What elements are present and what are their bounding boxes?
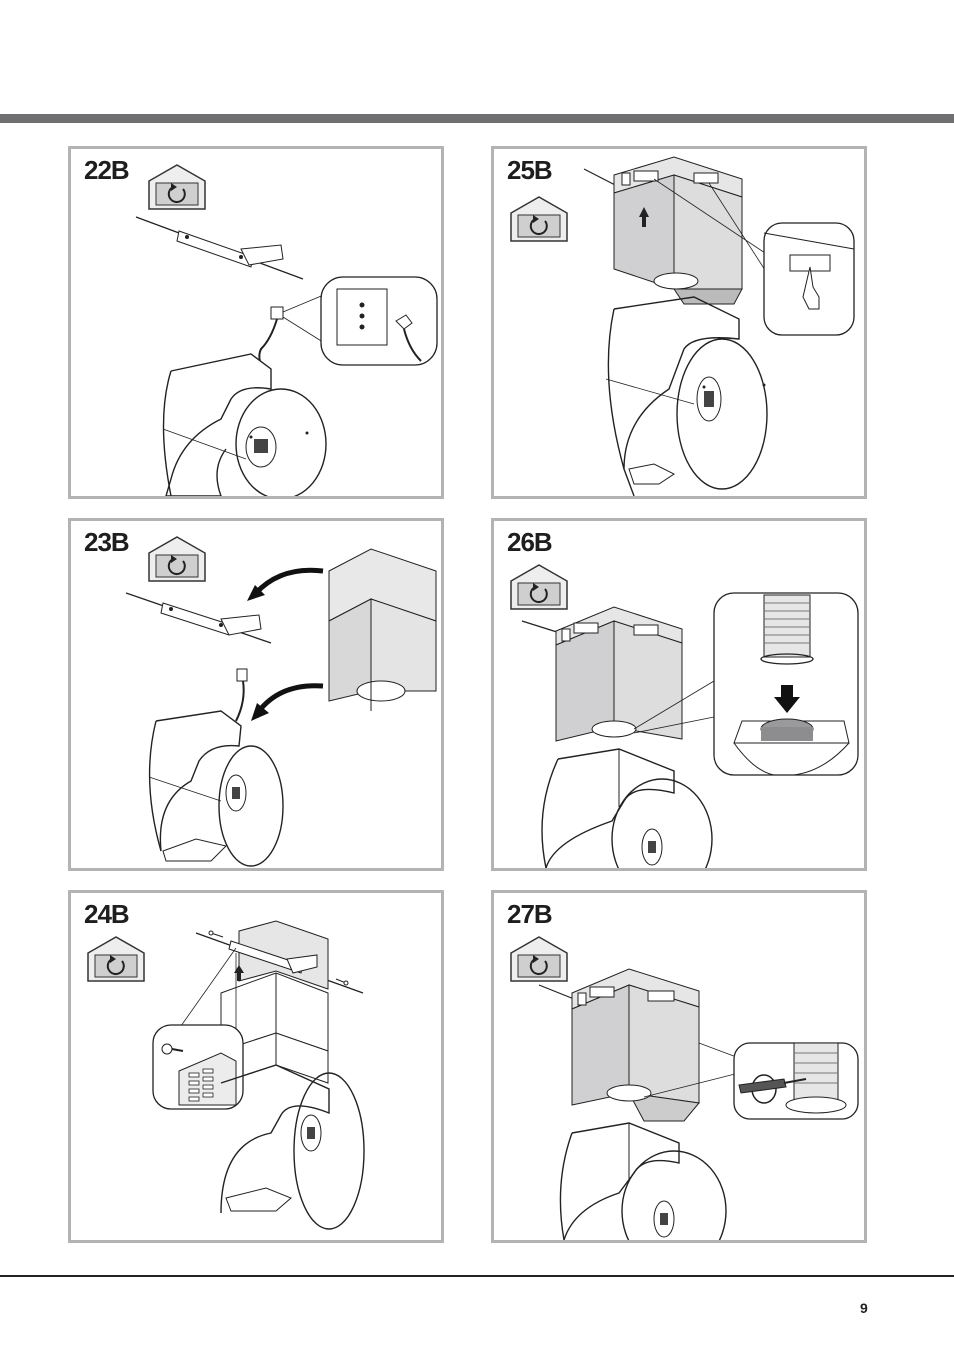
house-rotate-icon	[86, 935, 146, 983]
house-rotate-icon	[509, 935, 569, 983]
page-number: 9	[860, 1300, 868, 1316]
step-label: 24B	[84, 899, 129, 930]
step-label: 27B	[507, 899, 552, 930]
step-label: 25B	[507, 155, 552, 186]
panel-22b: 22B	[68, 146, 444, 499]
panel-27b: 27B	[491, 890, 867, 1243]
panel-24b: 24B	[68, 890, 444, 1243]
house-rotate-icon	[509, 563, 569, 611]
illustration-23b	[71, 521, 441, 868]
panel-26b: 26B	[491, 518, 867, 871]
step-label: 26B	[507, 527, 552, 558]
step-label: 22B	[84, 155, 129, 186]
step-label: 23B	[84, 527, 129, 558]
footer-rule	[0, 1275, 954, 1277]
illustration-22b	[71, 149, 441, 496]
panel-23b: 23B	[68, 518, 444, 871]
house-rotate-icon	[147, 163, 207, 211]
header-bar	[0, 114, 954, 123]
house-rotate-icon	[509, 195, 569, 243]
panel-25b: 25B	[491, 146, 867, 499]
house-rotate-icon	[147, 535, 207, 583]
